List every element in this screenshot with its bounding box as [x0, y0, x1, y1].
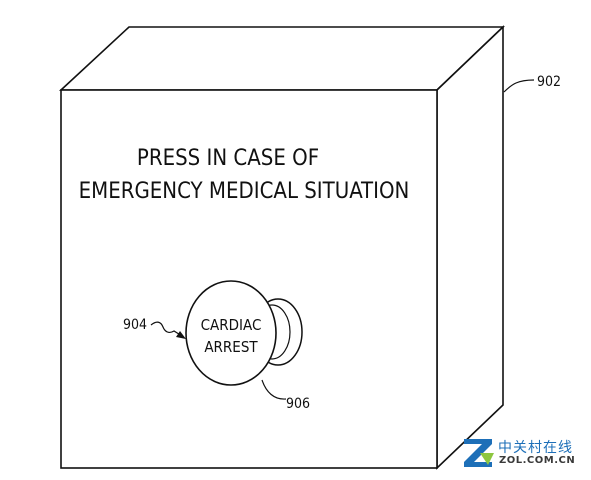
leader-902	[503, 79, 535, 93]
ref-label-904: 904	[123, 317, 147, 333]
panel-text-line2: EMERGENCY MEDICAL SITUATION	[79, 179, 410, 204]
watermark-brand-en: ZOL.COM.CN	[499, 455, 576, 466]
box-front-face	[60, 89, 438, 469]
ref-label-906: 906	[286, 396, 310, 412]
box-right-face	[436, 25, 504, 470]
button-label-line1: CARDIAC	[201, 316, 262, 334]
ref-label-902: 902	[537, 74, 561, 90]
leader-904	[150, 321, 183, 337]
box-top-face	[58, 26, 505, 91]
emergency-button-cap	[185, 280, 277, 386]
panel-text-line1: PRESS IN CASE OF	[137, 146, 319, 171]
watermark-brand-cn: 中关村在线	[498, 440, 573, 456]
arrowhead-904	[176, 331, 186, 339]
zol-logo-icon	[464, 439, 494, 467]
leader-906	[261, 379, 287, 400]
zol-watermark: 中关村在线 ZOL.COM.CN	[462, 433, 588, 473]
button-label-line2: ARREST	[204, 338, 258, 356]
